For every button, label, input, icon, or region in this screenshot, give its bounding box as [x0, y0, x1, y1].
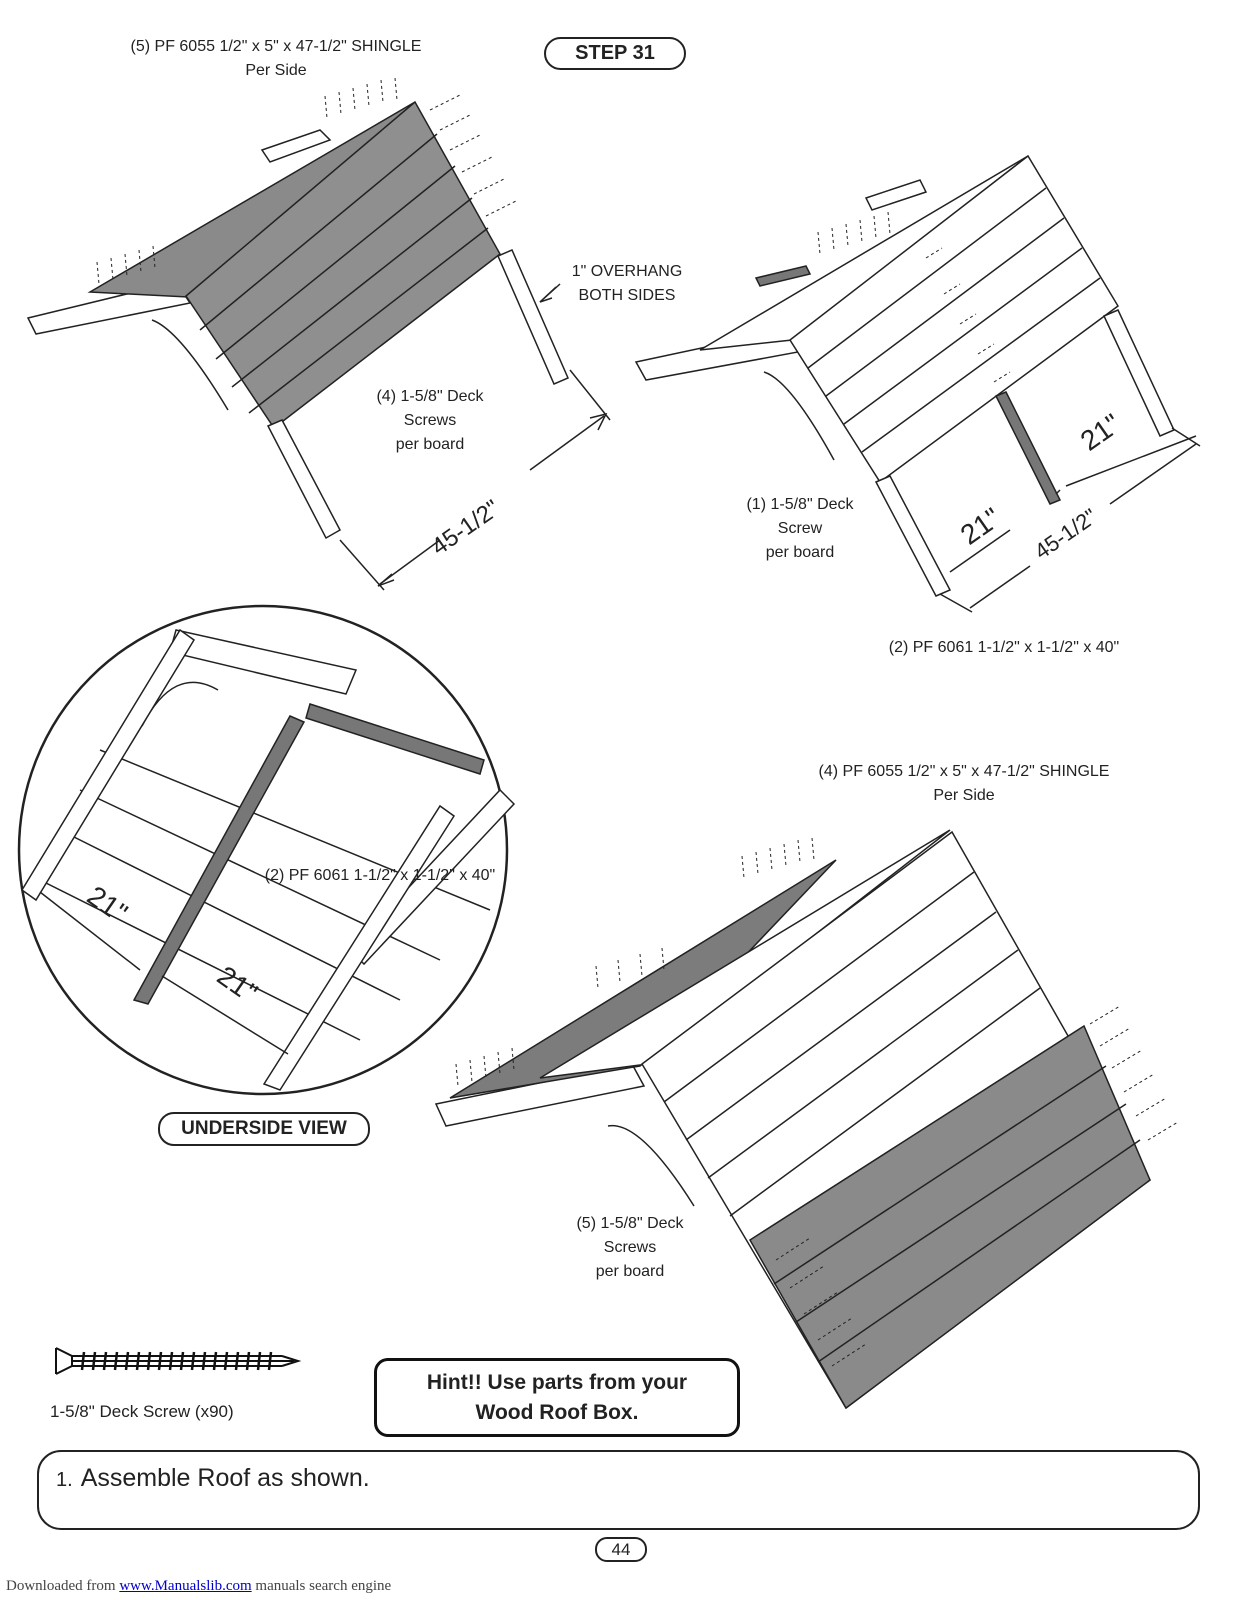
dimension-45-half-top-left: 45-1/2" [427, 495, 505, 561]
shingle-label-top-left: (5) PF 6055 1/2" x 5" x 47-1/2" SHINGLE … [98, 35, 454, 83]
underside-view-label: UNDERSIDE VIEW [158, 1112, 370, 1146]
hint-box: Hint!! Use parts from your Wood Roof Box… [374, 1358, 740, 1437]
shingle-label-bottom-right: (4) PF 6055 1/2" x 5" x 47-1/2" SHINGLE … [800, 760, 1128, 808]
screw-label-top-right-line2: Screw [777, 520, 823, 537]
footer: Downloaded from www.Manualslib.com manua… [6, 1578, 391, 1595]
screws-label-bottom-right-line3: per board [595, 1263, 665, 1280]
roof-diagram-top-right [634, 154, 1176, 597]
roof-diagram-bottom-right [434, 829, 1151, 1410]
manualslib-link[interactable]: www.Manualslib.com [119, 1578, 252, 1594]
screw-marks-top-left [96, 77, 517, 285]
deck-screw-icon [55, 1347, 302, 1375]
overhang-label-line2: BOTH SIDES [578, 287, 676, 304]
roof-diagram-top-left [26, 100, 569, 540]
screw-label-top-right-line3: per board [765, 544, 835, 561]
footer-prefix: Downloaded from [6, 1578, 120, 1594]
shingle-label-top-left-line2: Per Side [245, 62, 307, 79]
screw-marks-bottom-right [455, 837, 1179, 1367]
instruction-number: 1. [56, 1469, 73, 1491]
underside-circle [17, 604, 509, 1096]
screw-label-top-right: (1) 1-5/8" Deck Screw per board [730, 493, 870, 565]
brace-label-underside: (2) PF 6061 1-1/2" x 1-1/2" x 40" [264, 867, 496, 884]
screw-label-top-right-line1: (1) 1-5/8" Deck [746, 496, 854, 513]
dimension-line-top-left [339, 283, 611, 591]
page-number: 44 [595, 1537, 647, 1562]
instruction-text: Assemble Roof as shown. [80, 1464, 370, 1492]
instruction-box [37, 1450, 1200, 1530]
step-label: STEP 31 [544, 37, 686, 70]
screws-label-bottom-right-line1: (5) 1-5/8" Deck [576, 1215, 684, 1232]
screw-caption: 1-5/8" Deck Screw (x90) [50, 1402, 234, 1421]
dimension-45-half-top-right: 45-1/2" [1030, 503, 1102, 564]
hint-line2: Wood Roof Box. [475, 1401, 639, 1424]
screws-label-top-left-line2: Screws [403, 412, 457, 429]
shingle-label-bottom-right-line2: Per Side [933, 787, 995, 804]
dimension-lines-top-right [939, 427, 1201, 613]
shingle-label-top-left-line1: (5) PF 6055 1/2" x 5" x 47-1/2" SHINGLE [130, 38, 422, 55]
overhang-label-line1: 1" OVERHANG [571, 263, 683, 280]
screws-label-bottom-right-line2: Screws [603, 1239, 657, 1256]
footer-suffix: manuals search engine [251, 1578, 392, 1594]
screws-label-bottom-right: (5) 1-5/8" Deck Screws per board [560, 1212, 700, 1284]
screws-label-top-left-line1: (4) 1-5/8" Deck [376, 388, 484, 405]
instruction: 1. Assemble Roof as shown. [56, 1463, 370, 1495]
deck-screw-threads [80, 1351, 273, 1371]
underside-dimensions [39, 891, 289, 1055]
underside-dimension-21-b: 21" [212, 960, 263, 1009]
dimension-21-top-right-a: 21" [955, 502, 1006, 551]
hint-line1: Hint!! Use parts from your [426, 1371, 688, 1394]
brace-label-top-right: (2) PF 6061 1-1/2" x 1-1/2" x 40" [888, 639, 1120, 656]
screws-label-top-left: (4) 1-5/8" Deck Screws per board [360, 385, 500, 457]
screws-label-top-left-line3: per board [395, 436, 465, 453]
overhang-label: 1" OVERHANG BOTH SIDES [562, 260, 692, 308]
underside-dimension-21-a: 21" [82, 880, 133, 929]
dimension-21-top-right-b: 21" [1075, 408, 1126, 457]
screw-marks-top-right [817, 211, 1011, 383]
shingle-label-bottom-right-line1: (4) PF 6055 1/2" x 5" x 47-1/2" SHINGLE [818, 763, 1110, 780]
underside-diagram [20, 628, 516, 1091]
